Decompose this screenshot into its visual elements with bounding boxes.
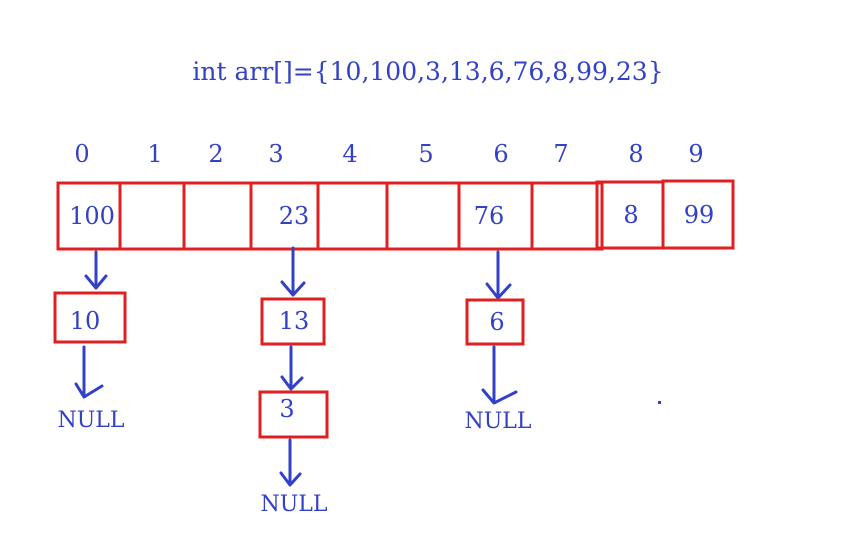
node-3: [258, 390, 329, 439]
cell-value-0: 100: [69, 202, 115, 230]
null-3: NULL: [260, 492, 327, 517]
cell-5: [385, 181, 461, 251]
index-labels: 0 1 2 3 4 5 6 7 8 9: [74, 140, 703, 168]
cell-values: 100 23 76 8 99: [69, 201, 714, 230]
node-3-value: 3: [279, 395, 294, 423]
code-title: int arr[]={10,100,3,13,6,76,8,99,23}: [192, 57, 663, 86]
index-5: 5: [418, 140, 433, 168]
index-7: 7: [553, 140, 568, 168]
node-6: [465, 298, 525, 346]
arrow-6-b: [481, 345, 518, 405]
node-6-value: 6: [489, 308, 504, 336]
index-6: 6: [493, 140, 508, 168]
index-4: 4: [342, 140, 357, 168]
node-13: [260, 297, 326, 346]
index-8: 8: [628, 140, 643, 168]
arrow-3-c: [279, 438, 302, 487]
node-10: [53, 291, 127, 344]
arrow-6-a: [485, 250, 512, 300]
arrow-3-b: [280, 345, 304, 391]
cell-value-3: 23: [279, 202, 310, 230]
cell-9: [661, 179, 735, 250]
arrow-0-b: [74, 345, 104, 399]
index-1: 1: [147, 140, 162, 168]
cell-value-8: 8: [623, 201, 638, 229]
null-0: NULL: [57, 408, 124, 433]
index-3: 3: [268, 140, 283, 168]
cell-value-9: 99: [684, 201, 715, 229]
array-cells: [56, 179, 735, 251]
chain-6: 6 NULL: [464, 250, 532, 434]
cell-2: [182, 181, 253, 251]
null-6: NULL: [464, 409, 531, 434]
arrow-3-a: [280, 246, 306, 297]
cell-4: [316, 181, 389, 251]
index-2: 2: [208, 140, 223, 168]
node-10-value: 10: [70, 307, 101, 335]
chain-0: 10 NULL: [53, 250, 127, 433]
index-9: 9: [688, 140, 703, 168]
cell-1: [118, 181, 186, 251]
index-0: 0: [74, 140, 89, 168]
cell-value-6: 76: [474, 202, 505, 230]
node-13-value: 13: [279, 307, 310, 335]
stray-dot: [658, 401, 661, 404]
arrow-0-a: [84, 250, 108, 290]
cell-7: [530, 181, 604, 251]
chain-3: 13 3 NULL: [258, 246, 329, 517]
